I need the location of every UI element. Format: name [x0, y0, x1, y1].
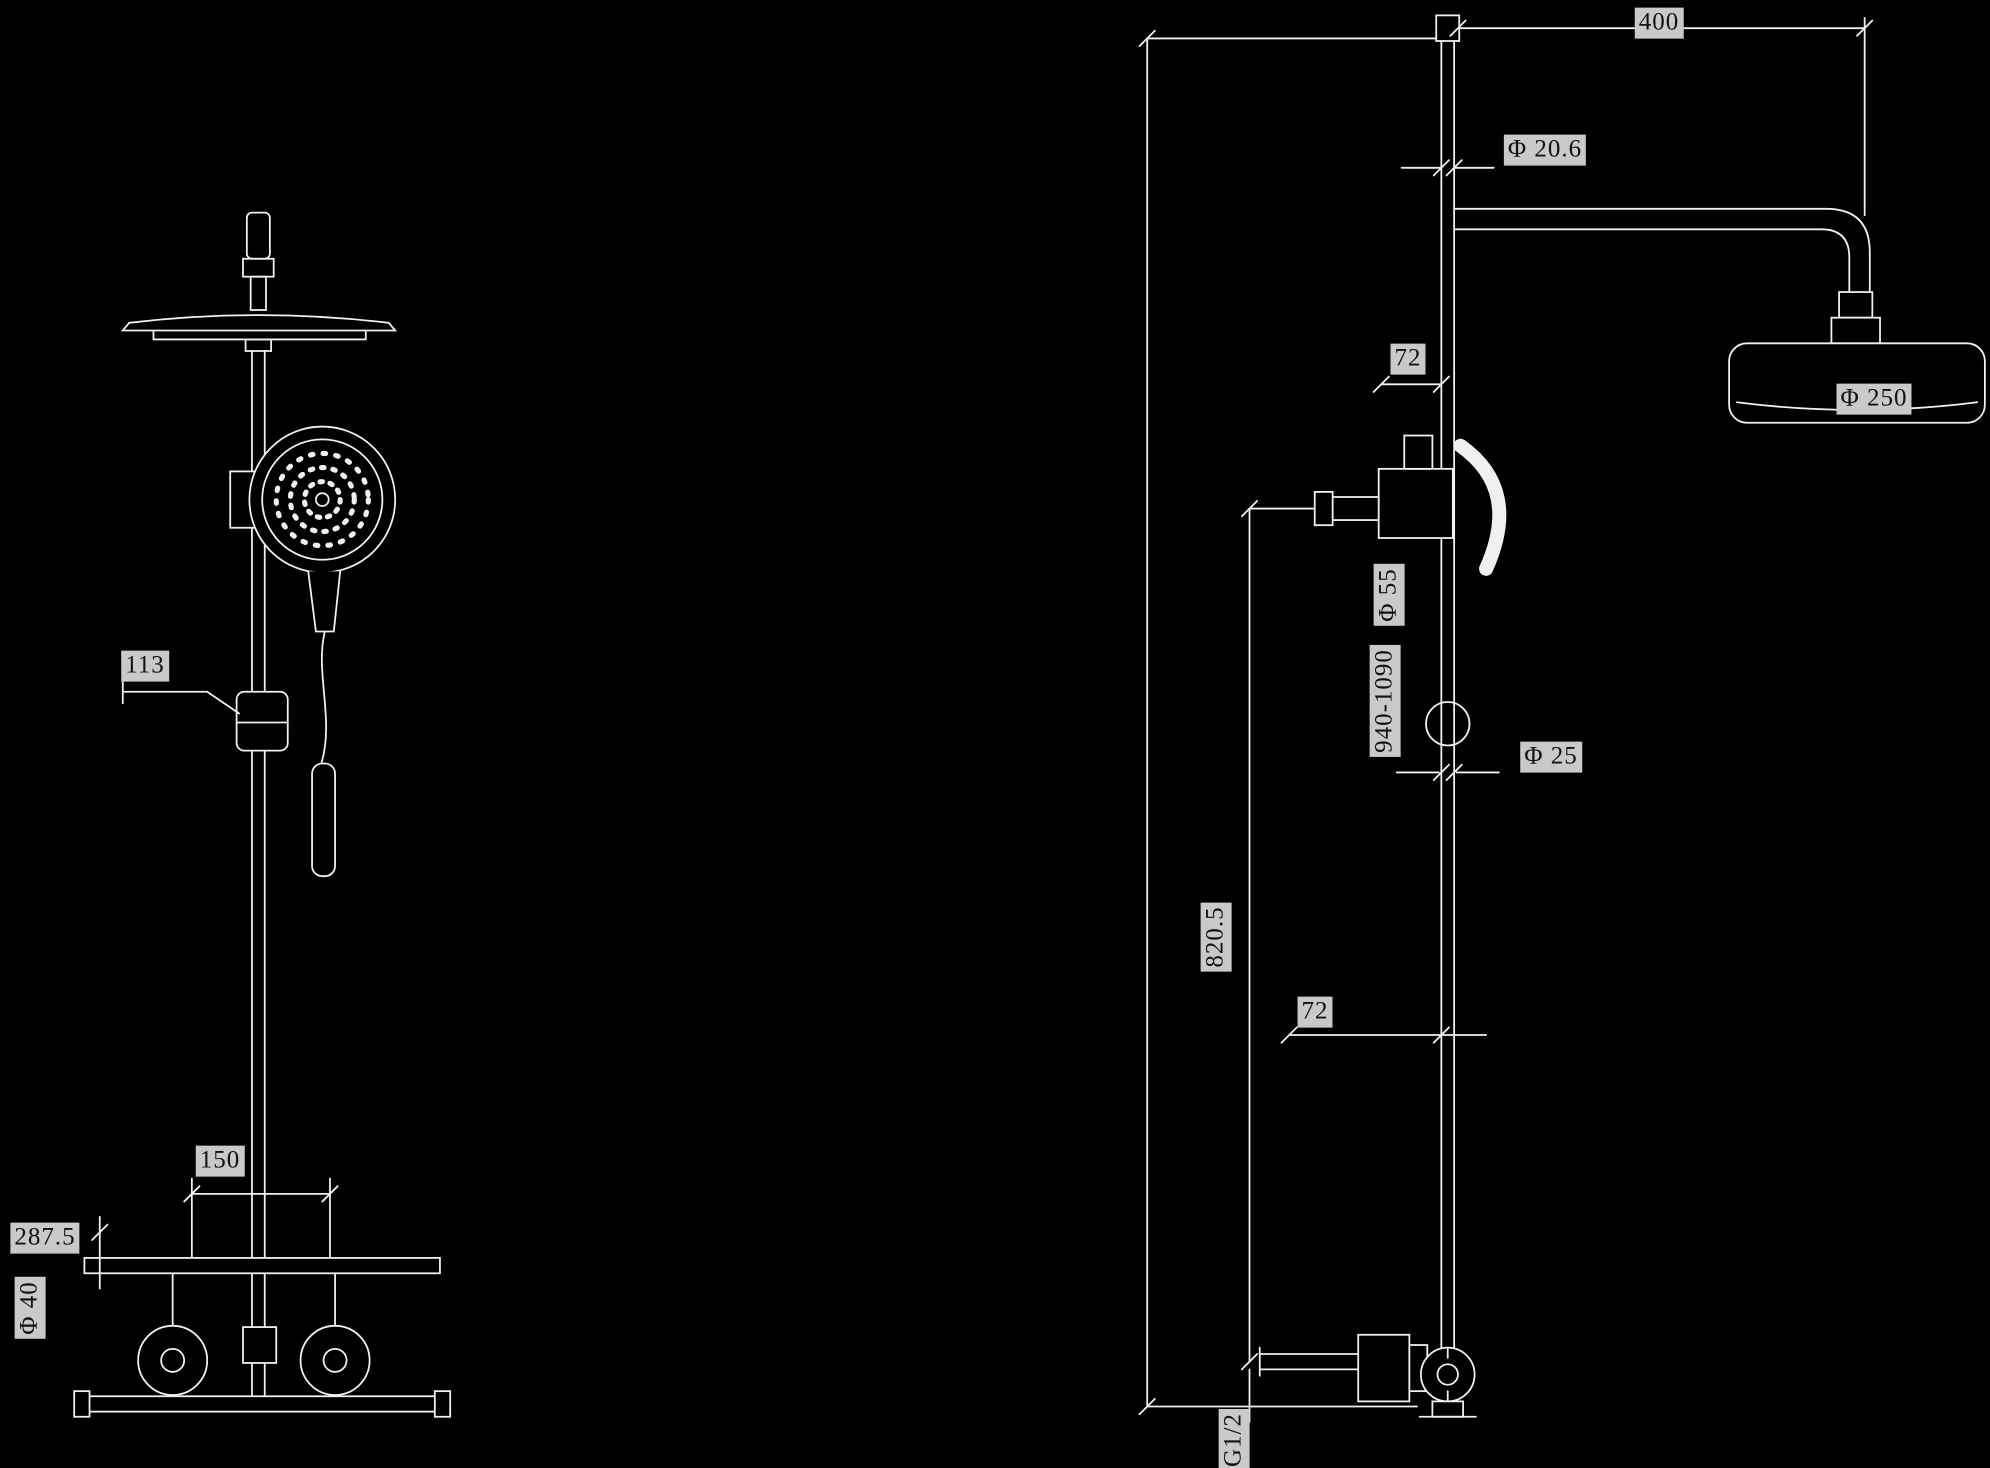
dim-head-diameter: Φ 250	[1836, 383, 1912, 415]
dim-slider-height: 113	[121, 650, 169, 682]
dim-total-height: 940-1090	[1369, 645, 1401, 757]
dim-lower-offset: 72	[1297, 996, 1333, 1028]
dim-handle-spacing: 150	[195, 1145, 245, 1177]
side-view	[1138, 14, 1986, 1423]
dim-hose-height: 820.5	[1200, 902, 1232, 972]
dim-pipe-diameter: Φ 20.6	[1503, 134, 1587, 166]
dim-rail-diameter: Φ 25	[1520, 741, 1582, 773]
dim-base-width: 287.5	[10, 1222, 80, 1254]
dim-base-diameter: Φ 40	[14, 1277, 46, 1339]
dim-arm-length: 400	[1634, 7, 1684, 39]
dim-diverter-diameter: Φ 55	[1373, 564, 1405, 626]
dim-inlet-thread: G1/2	[1218, 1409, 1250, 1468]
front-view	[73, 211, 452, 1418]
dim-upper-offset: 72	[1390, 343, 1426, 375]
